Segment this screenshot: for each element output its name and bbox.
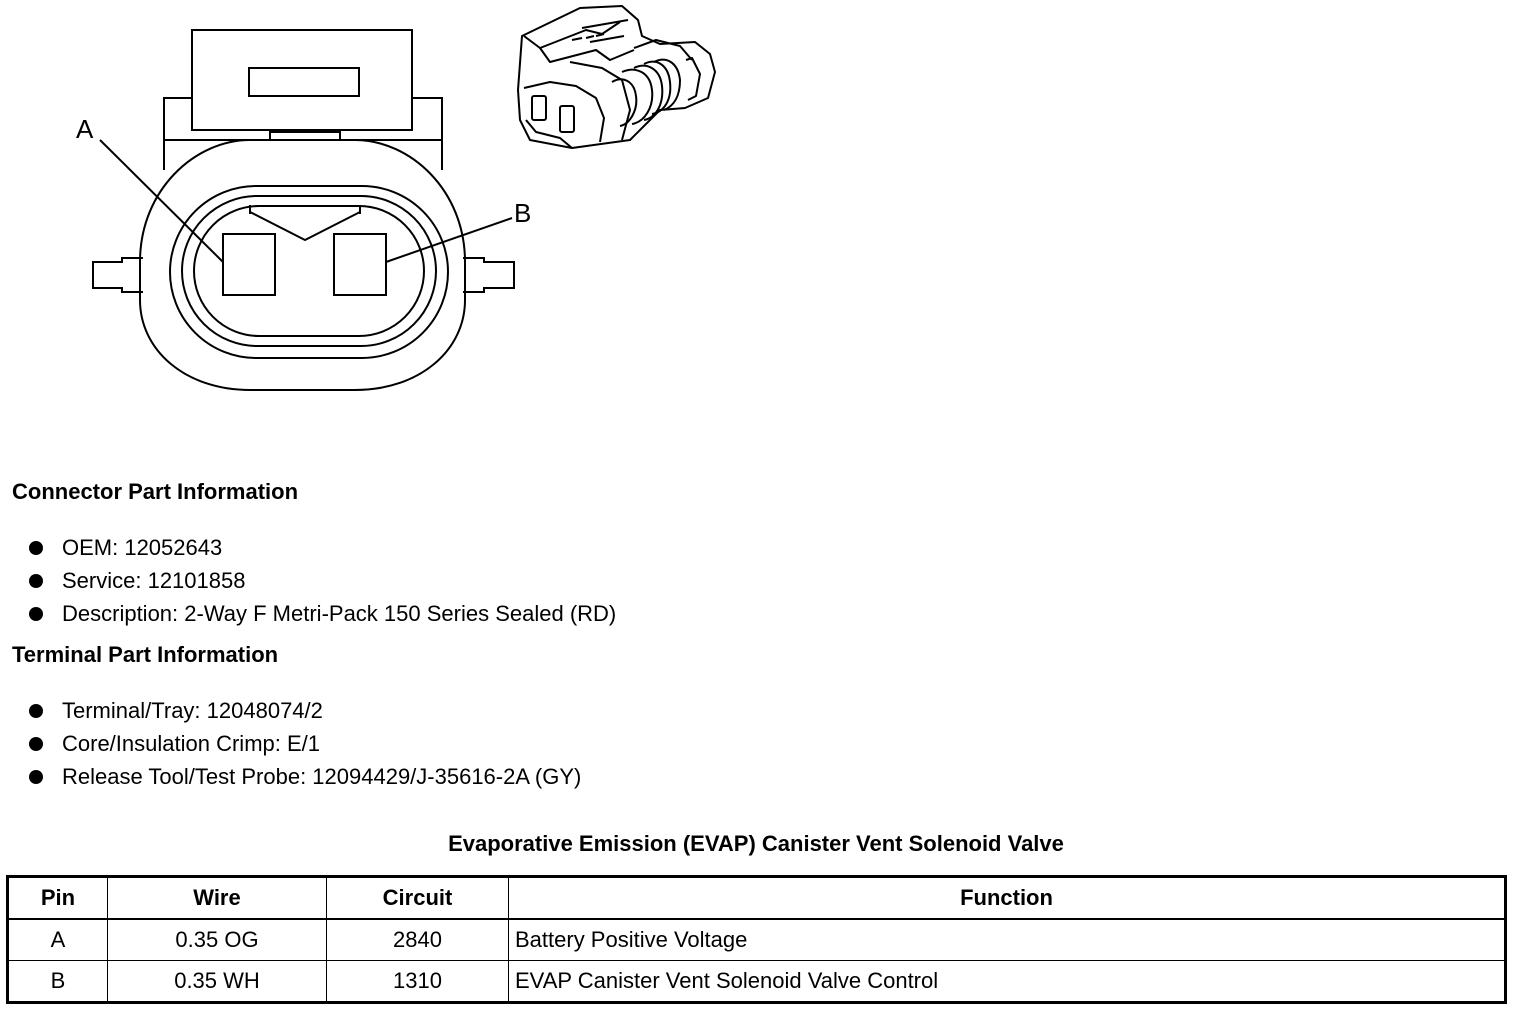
connector-shoulder-right [412, 97, 443, 170]
column-header-function: Function [508, 876, 1506, 920]
bullet-icon [29, 574, 43, 588]
terminal-cavity-b [333, 233, 387, 296]
cell-circuit: 1310 [326, 960, 509, 1003]
bullet-icon [29, 607, 43, 621]
cell-wire: 0.35 OG [107, 918, 327, 961]
connector-housing [139, 139, 466, 391]
column-header-circuit: Circuit [326, 876, 509, 920]
connector-part-info-heading: Connector Part Information [12, 479, 299, 504]
cell-function: Battery Positive Voltage [508, 918, 1506, 961]
table-header-row: Pin Wire Circuit Function [7, 876, 1506, 920]
connector-center-tab [269, 131, 341, 140]
connector-seal-ring-inner [193, 205, 425, 337]
column-header-pin: Pin [7, 876, 108, 920]
bullet-icon [29, 737, 43, 751]
list-item: Description: 2-Way F Metri-Pack 150 Seri… [0, 601, 616, 634]
bullet-icon [29, 704, 43, 718]
connector-ear-left [92, 257, 143, 293]
connector-latch [191, 29, 413, 131]
connector-part-info-list: OEM: 12052643 Service: 12101858 Descript… [0, 535, 616, 634]
list-item: Core/Insulation Crimp: E/1 [0, 731, 581, 764]
leader-line-b [385, 217, 513, 263]
cell-pin: A [7, 918, 108, 961]
connector-ear-right [463, 257, 515, 293]
cell-circuit: 2840 [326, 918, 509, 961]
pin-label-b: B [514, 198, 531, 228]
bullet-icon [29, 770, 43, 784]
column-header-wire: Wire [107, 876, 327, 920]
connector-key-notch [249, 211, 361, 242]
list-item: Service: 12101858 [0, 568, 616, 601]
pin-table: Pin Wire Circuit Function A 0.35 OG 2840… [6, 875, 1507, 1004]
table-row: A 0.35 OG 2840 Battery Positive Voltage [7, 918, 1506, 961]
pin-table-title: Evaporative Emission (EVAP) Canister Ven… [448, 831, 1064, 856]
connector-seal-ring-outer [169, 185, 449, 359]
cell-function: EVAP Canister Vent Solenoid Valve Contro… [508, 960, 1506, 1003]
list-item: OEM: 12052643 [0, 535, 616, 568]
connector-face-diagram: A B [76, 29, 531, 391]
leader-line-a [99, 139, 224, 263]
bullet-icon [29, 541, 43, 555]
connector-latch-slot [248, 67, 360, 97]
list-item: Terminal/Tray: 12048074/2 [0, 698, 581, 731]
connector-shoulder-left [163, 97, 192, 170]
terminal-part-info-list: Terminal/Tray: 12048074/2 Core/Insulatio… [0, 698, 581, 797]
table-row: B 0.35 WH 1310 EVAP Canister Vent Soleno… [7, 960, 1506, 1003]
cell-wire: 0.35 WH [107, 960, 327, 1003]
connector-perspective-illustration [517, 5, 716, 149]
terminal-cavity-a [222, 233, 276, 296]
connector-seal-ring-mid [181, 195, 437, 347]
pin-label-a: A [76, 114, 94, 144]
terminal-part-info-heading: Terminal Part Information [12, 642, 279, 667]
list-item: Release Tool/Test Probe: 12094429/J-3561… [0, 764, 581, 797]
cell-pin: B [7, 960, 108, 1003]
